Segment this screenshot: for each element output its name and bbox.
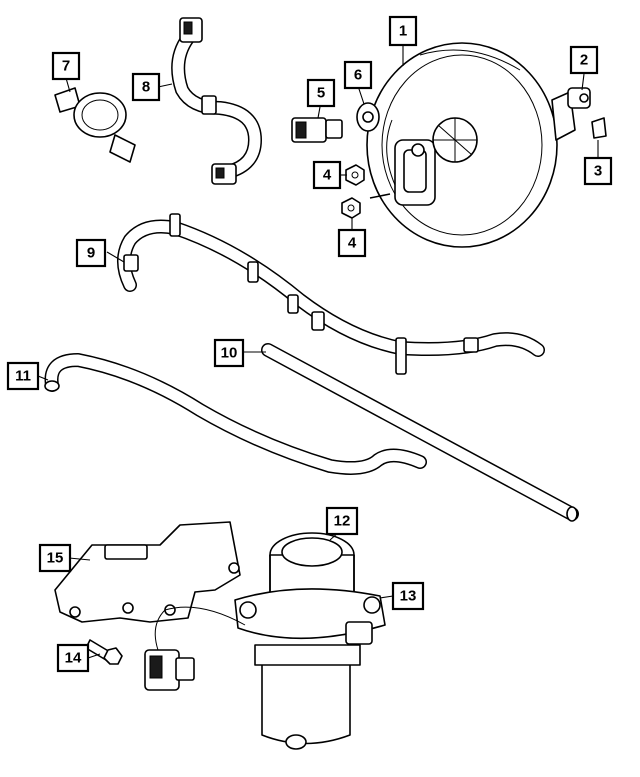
callout-label: 4 bbox=[348, 235, 357, 252]
callout-label: 15 bbox=[47, 550, 64, 567]
pump-harness bbox=[144, 606, 246, 691]
callout-8: 8 bbox=[131, 72, 161, 102]
callout-label: 1 bbox=[399, 23, 407, 40]
callout-label: 10 bbox=[221, 345, 238, 362]
vacuum-tube-straight bbox=[261, 343, 579, 522]
callout-label: 14 bbox=[65, 650, 82, 667]
callout-label: 5 bbox=[317, 85, 325, 102]
callout-3: 3 bbox=[583, 156, 613, 186]
nut-upper bbox=[345, 164, 365, 186]
callout-label: 9 bbox=[87, 245, 95, 262]
callout-7: 7 bbox=[51, 51, 81, 81]
callout-10: 10 bbox=[213, 338, 245, 368]
vacuum-hose-upper bbox=[171, 17, 262, 185]
callout-label: 6 bbox=[354, 67, 362, 84]
nut-lower bbox=[341, 197, 361, 219]
callout-label: 7 bbox=[62, 58, 70, 75]
callout-label: 3 bbox=[594, 163, 602, 180]
callout-5: 5 bbox=[306, 78, 336, 108]
vacuum-pump bbox=[234, 532, 386, 750]
callout-2: 2 bbox=[569, 45, 599, 75]
callout-4-lower: 4 bbox=[337, 228, 367, 258]
vacuum-hose-lower bbox=[44, 353, 427, 475]
vacuum-sensor bbox=[291, 117, 343, 143]
callout-4-upper: 4 bbox=[312, 160, 342, 190]
callout-12: 12 bbox=[325, 506, 359, 536]
callout-label: 4 bbox=[323, 167, 332, 184]
callout-13: 13 bbox=[391, 581, 425, 611]
check-valve bbox=[54, 87, 136, 163]
callout-label: 11 bbox=[15, 368, 31, 385]
vacuum-hose-middle bbox=[117, 213, 545, 375]
callout-14: 14 bbox=[56, 643, 90, 673]
callout-label: 13 bbox=[400, 588, 417, 605]
callout-label: 12 bbox=[334, 513, 351, 530]
callout-label: 8 bbox=[142, 79, 150, 96]
mounting-bolt bbox=[85, 639, 123, 665]
callout-15: 15 bbox=[38, 543, 72, 573]
callout-9: 9 bbox=[75, 238, 107, 268]
callout-label: 2 bbox=[580, 52, 588, 69]
brake-booster bbox=[356, 42, 607, 248]
callout-1: 1 bbox=[388, 15, 418, 47]
callout-6: 6 bbox=[343, 60, 373, 90]
callout-11: 11 bbox=[6, 361, 40, 391]
pump-bracket bbox=[54, 521, 241, 623]
